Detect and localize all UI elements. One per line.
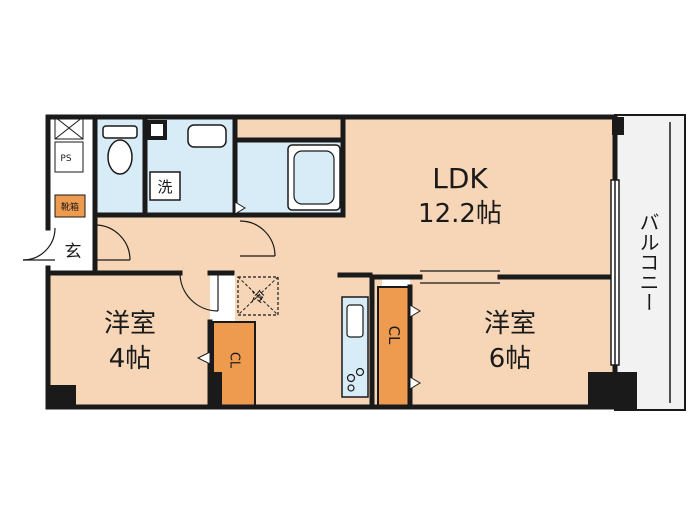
column xyxy=(612,117,624,135)
balcony-window xyxy=(610,179,620,366)
ldk-area xyxy=(345,117,615,277)
western-room-left-size: 4帖 xyxy=(109,344,152,374)
washing-machine-pan xyxy=(149,171,181,201)
western-room-right-area xyxy=(410,277,615,407)
walls xyxy=(45,114,618,410)
kitchen-sink xyxy=(346,304,364,338)
ps-label: PS xyxy=(60,154,71,164)
closet-left-label: CL xyxy=(227,352,242,369)
ps-box xyxy=(54,141,84,173)
fridge-space xyxy=(237,276,279,316)
column xyxy=(147,120,167,140)
closet-right-label: CL xyxy=(385,326,403,345)
shoe-box-label: 靴箱 xyxy=(61,201,79,213)
ldk-label: LDK xyxy=(432,162,488,195)
stove-icon xyxy=(346,367,365,392)
hall xyxy=(95,215,240,273)
column xyxy=(48,385,76,409)
ldk-size: 12.2帖 xyxy=(418,199,502,229)
column xyxy=(612,372,637,409)
wash-basin-icon xyxy=(187,124,227,148)
balcony-label: バルコニー xyxy=(636,212,660,312)
balcony xyxy=(614,114,686,411)
column xyxy=(212,372,222,407)
fridge-label: 冷 xyxy=(251,290,265,306)
laundry-label: 洗 xyxy=(157,178,172,196)
western-room-left-label: 洋室 xyxy=(104,309,156,339)
entrance-area xyxy=(55,228,95,268)
arrow-markers xyxy=(196,201,421,390)
closet-right xyxy=(377,286,411,407)
western-room-right-size: 6帖 xyxy=(489,344,532,374)
shoe-box xyxy=(54,194,86,218)
western-room-left-area xyxy=(48,273,210,407)
entrance-label: 玄 xyxy=(65,242,82,262)
toilet-icon xyxy=(102,125,138,175)
western-room-right-label: 洋室 xyxy=(484,309,536,339)
